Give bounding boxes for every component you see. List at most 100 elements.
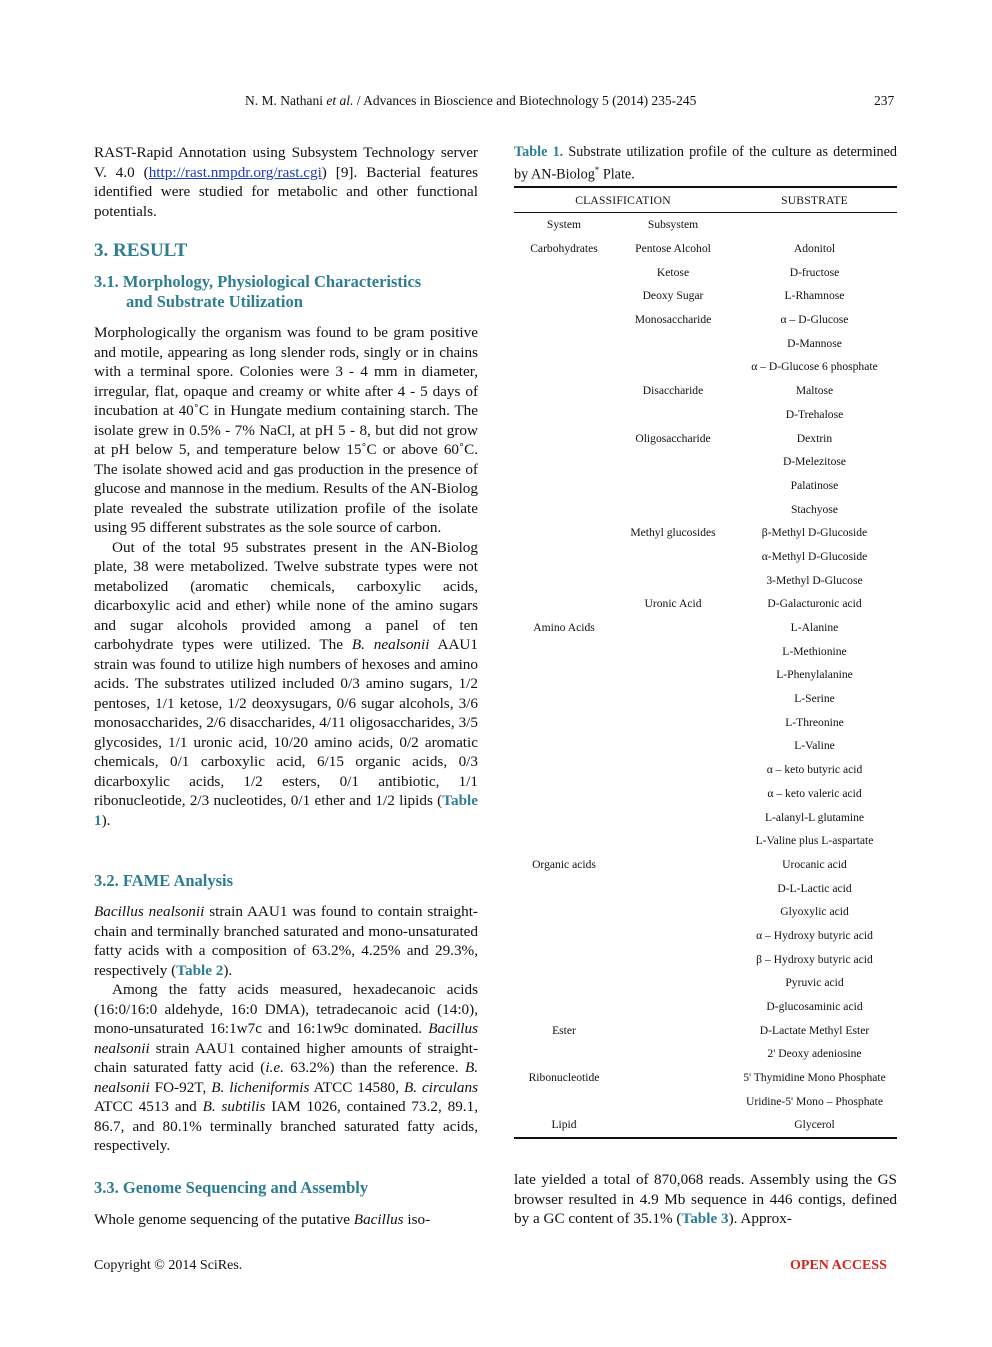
substrate-cell: D-Lactate Methyl Ester <box>759 1023 870 1037</box>
table-row: α-Methyl D-Glucoside <box>514 545 897 569</box>
subsystem-cell <box>614 545 732 569</box>
system-cell <box>514 379 614 403</box>
subsystem-cell <box>614 782 732 806</box>
open-access-badge: OPEN ACCESS <box>790 1258 887 1273</box>
system-cell <box>514 521 614 545</box>
subsystem-cell <box>614 734 732 758</box>
system-cell <box>514 971 614 995</box>
substrate-cell: α – keto valeric acid <box>767 786 862 800</box>
copyright-notice: Copyright © 2014 SciRes. <box>94 1258 243 1273</box>
classification-header: CLASSIFICATION <box>514 186 732 213</box>
sequencing-paragraph: Whole genome sequencing of the putative … <box>94 1211 431 1228</box>
substrate-cell: D-Galacturonic acid <box>767 597 862 611</box>
substrate-cell: 3-Methyl D-Glucose <box>766 573 863 587</box>
table-row: D-glucosaminic acid <box>514 995 897 1019</box>
section-3-1-body: Morphologically the organism was found t… <box>94 323 478 830</box>
subsystem-cell <box>614 900 732 924</box>
substrate-cell: L-Valine <box>794 739 835 753</box>
system-cell <box>514 924 614 948</box>
table-row: D-Trehalose <box>514 403 897 427</box>
page-number: 237 <box>874 93 895 108</box>
system-cell <box>514 260 614 284</box>
table-3-ref-link[interactable]: Table 3 <box>681 1210 729 1227</box>
system-cell: System <box>546 218 582 232</box>
subsystem-cell <box>614 663 732 687</box>
section-3-3-body: Whole genome sequencing of the putative … <box>94 1210 478 1230</box>
system-cell <box>514 1089 614 1113</box>
system-cell <box>514 734 614 758</box>
substrate-cell: D-fructose <box>789 265 840 279</box>
subsystem-cell <box>614 924 732 948</box>
system-cell <box>514 758 614 782</box>
table-row: Palatinose <box>514 474 897 498</box>
subsystem-cell <box>614 403 732 427</box>
substrate-cell: L-Serine <box>794 692 835 706</box>
substrate-cell: α – D-Glucose 6 phosphate <box>751 360 878 374</box>
subsystem-cell <box>614 331 732 355</box>
subsystem-cell <box>614 971 732 995</box>
table-row: α – D-Glucose 6 phosphate <box>514 355 897 379</box>
section-title: 3.3. Genome Sequencing and Assembly <box>94 1178 369 1197</box>
substrate-cell: Urocanic acid <box>782 857 847 871</box>
section-title: 3. RESULT <box>94 240 188 261</box>
substrate-cell: L-Alanine <box>790 621 839 635</box>
system-cell <box>514 947 614 971</box>
substrate-cell: Glycerol <box>732 1113 897 1139</box>
table-row: β – Hydroxy butyric acid <box>514 947 897 971</box>
right-column-text: late yielded a total of 870,068 reads. A… <box>514 1171 897 1227</box>
subsystem-cell <box>614 876 732 900</box>
system-cell <box>514 568 614 592</box>
subsystem-cell <box>614 1042 732 1066</box>
table-row: 3-Methyl D-Glucose <box>514 568 897 592</box>
table-row: L-Phenylalanine <box>514 663 897 687</box>
left-column: RAST-Rapid Annotation using Subsystem Te… <box>94 143 478 221</box>
table-row: L-Threonine <box>514 710 897 734</box>
subsystem-cell <box>614 805 732 829</box>
system-cell <box>514 995 614 1019</box>
table-2-ref-link[interactable]: Table 2 <box>176 961 224 979</box>
section-3-1-heading: 3.1. Morphology, Physiological Character… <box>94 272 478 312</box>
table-row: α – Hydroxy butyric acid <box>514 924 897 948</box>
system-cell <box>514 663 614 687</box>
rast-link[interactable]: http://rast.nmpdr.org/rast.cgi <box>148 163 322 181</box>
substrate-cell: D-L-Lactic acid <box>777 881 852 895</box>
system-cell <box>514 284 614 308</box>
table-row: Glyoxylic acid <box>514 900 897 924</box>
section-3-2-heading: 3.2. FAME Analysis <box>94 871 478 891</box>
table-1-ref-link[interactable]: Table 1 <box>94 792 478 829</box>
table-row: Amino Acids L-Alanine <box>514 616 897 640</box>
table-row: Uridine-5' Mono – Phosphate <box>514 1089 897 1113</box>
table-row: L-Valine <box>514 734 897 758</box>
subsystem-cell <box>614 687 732 711</box>
system-cell <box>514 497 614 521</box>
substrate-cell: D-glucosaminic acid <box>766 1000 863 1014</box>
system-cell: Amino Acids <box>533 621 595 635</box>
table-row: α – keto butyric acid <box>514 758 897 782</box>
table-row: D-Mannose <box>514 331 897 355</box>
subsystem-cell <box>614 616 732 640</box>
substrate-cell: Uridine-5' Mono – Phosphate <box>745 1094 883 1108</box>
subsystem-cell: Oligosaccharide <box>635 431 711 445</box>
morphology-paragraph: Morphologically the organism was found t… <box>94 324 478 536</box>
system-cell <box>514 426 614 450</box>
subsystem-cell <box>614 758 732 782</box>
system-cell <box>514 474 614 498</box>
substrate-cell: D-Mannose <box>787 336 842 350</box>
subsystem-cell <box>614 355 732 379</box>
intro-paragraph: RAST-Rapid Annotation using Subsystem Te… <box>94 144 478 220</box>
system-cell <box>514 545 614 569</box>
section-3-heading: 3. RESULT <box>94 240 478 262</box>
section-title: 3.1. Morphology, Physiological Character… <box>94 272 422 291</box>
subsystem-cell: Deoxy Sugar <box>642 289 704 303</box>
subsystem-cell: Pentose Alcohol <box>635 242 711 256</box>
substrate-cell: α – Hydroxy butyric acid <box>756 928 873 942</box>
subsystem-cell <box>614 568 732 592</box>
table-row: L-alanyl-L glutamine <box>514 805 897 829</box>
table-row: L-Serine <box>514 687 897 711</box>
substrate-cell: α-Methyl D-Glucoside <box>761 549 868 563</box>
